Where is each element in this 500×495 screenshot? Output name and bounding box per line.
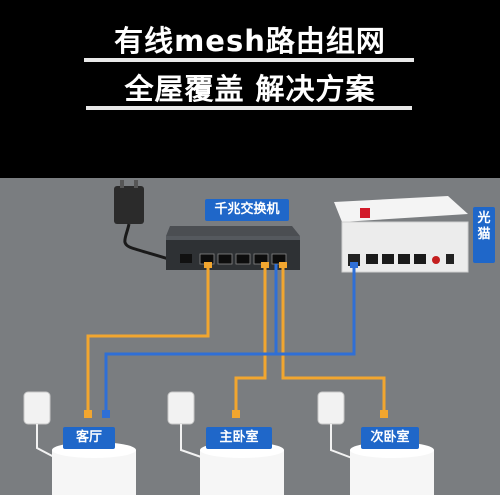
room1-mesh-router-icon <box>52 442 136 495</box>
ethernet-cables <box>86 264 386 414</box>
network-diagram-graphic <box>23 180 469 495</box>
room-label-master-bedroom: 主卧室 <box>206 427 272 449</box>
switch-label: 千兆交换机 <box>205 199 289 221</box>
room1-power-adapter-icon <box>23 391 57 459</box>
cable-connectors <box>84 262 388 418</box>
room-label-living-room: 客厅 <box>63 427 115 449</box>
modem-label: 光 猫 <box>473 207 495 263</box>
room-label-second-bedroom: 次卧室 <box>361 427 419 449</box>
optical-modem-icon <box>334 196 469 273</box>
room3-power-adapter-icon <box>317 391 353 459</box>
title-line-2: 全屋覆盖 解决方案 <box>124 72 376 106</box>
room3-mesh-router-icon <box>350 442 434 495</box>
title-block: 有线mesh路由组网 全屋覆盖 解决方案 <box>0 0 500 178</box>
room2-mesh-router-icon <box>200 442 284 495</box>
power-adapter-icon <box>114 180 179 264</box>
title-line-1: 有线mesh路由组网 <box>114 24 386 58</box>
title-underline-1 <box>84 58 414 62</box>
title-underline-2 <box>86 106 412 110</box>
switch-device-icon <box>166 226 300 270</box>
room2-power-adapter-icon <box>167 391 205 459</box>
